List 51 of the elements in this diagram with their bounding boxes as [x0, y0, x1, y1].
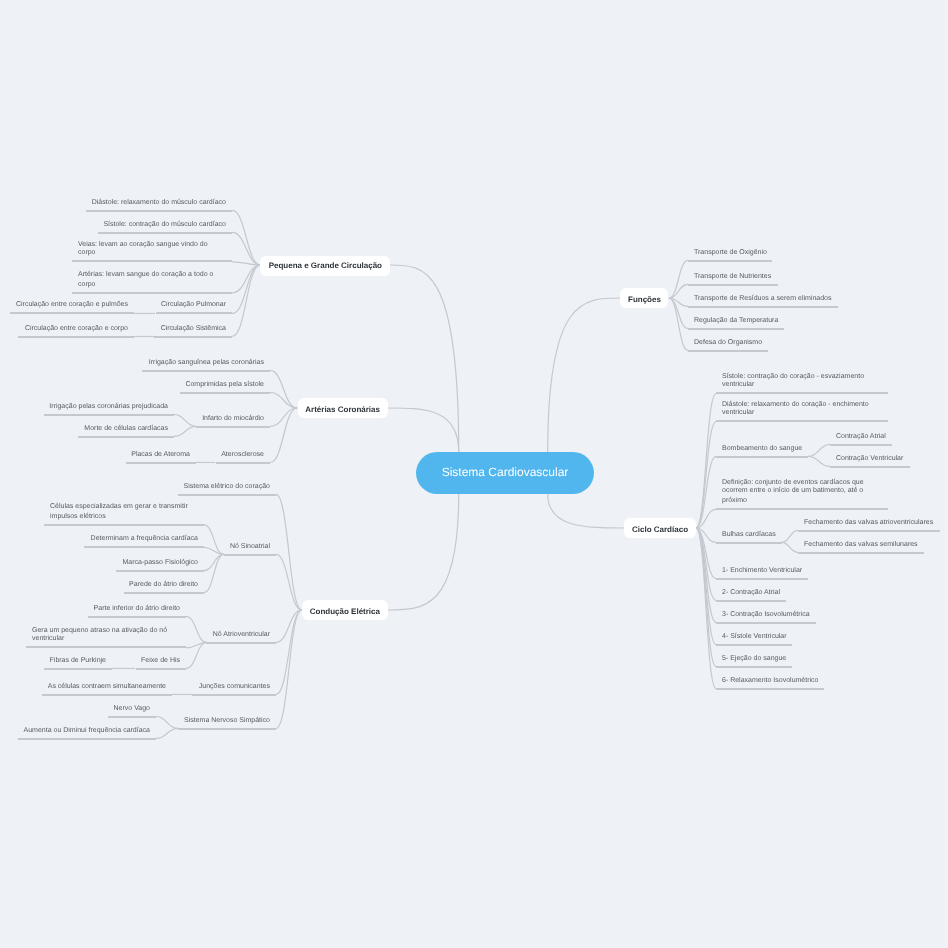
connector-line — [185, 641, 208, 670]
connector-line — [231, 231, 262, 266]
connector-line — [171, 693, 194, 696]
connector-line — [275, 609, 303, 730]
connector-line — [387, 493, 460, 611]
connector-line — [695, 527, 717, 602]
connector-line — [547, 493, 625, 529]
connector-line — [203, 553, 225, 594]
connector-line — [269, 407, 298, 428]
connector-line — [695, 393, 717, 529]
connector-line — [668, 297, 689, 330]
connector-line — [807, 455, 831, 468]
connector-line — [781, 529, 799, 544]
connector-line — [547, 297, 621, 453]
connector-line — [275, 609, 303, 696]
connector-line — [185, 615, 208, 644]
connector-line — [155, 727, 179, 740]
connector-line — [231, 264, 262, 294]
connector-line — [695, 421, 717, 529]
connector-line — [275, 493, 303, 611]
connector-line — [668, 297, 689, 308]
connector-line — [195, 461, 216, 464]
connector-line — [203, 553, 225, 572]
connector-line — [231, 209, 262, 266]
connector-line — [668, 259, 689, 299]
connector-line — [695, 527, 717, 544]
connector-line — [269, 407, 298, 464]
connector-line — [668, 283, 689, 299]
connector-line — [269, 391, 298, 409]
connector-line — [387, 407, 460, 453]
connector-line — [111, 667, 136, 670]
connector-line — [231, 264, 262, 338]
connector-line — [695, 455, 717, 529]
connector-line — [781, 541, 799, 554]
connector-line — [668, 297, 689, 352]
connector-line — [133, 335, 156, 338]
connector-line — [173, 413, 197, 428]
connector-line — [275, 553, 303, 611]
connector-line — [155, 715, 179, 730]
connector-line — [203, 524, 225, 556]
connector-line — [231, 261, 262, 266]
connector-line — [231, 264, 262, 315]
connector-line — [695, 508, 717, 529]
connector-line — [275, 609, 303, 644]
connector-line — [203, 546, 225, 556]
connector-line — [173, 425, 197, 438]
connector-line — [807, 443, 831, 458]
connector-line — [133, 312, 156, 315]
connector-line — [269, 369, 298, 409]
connector-line — [695, 527, 717, 580]
connector-line — [185, 641, 208, 649]
